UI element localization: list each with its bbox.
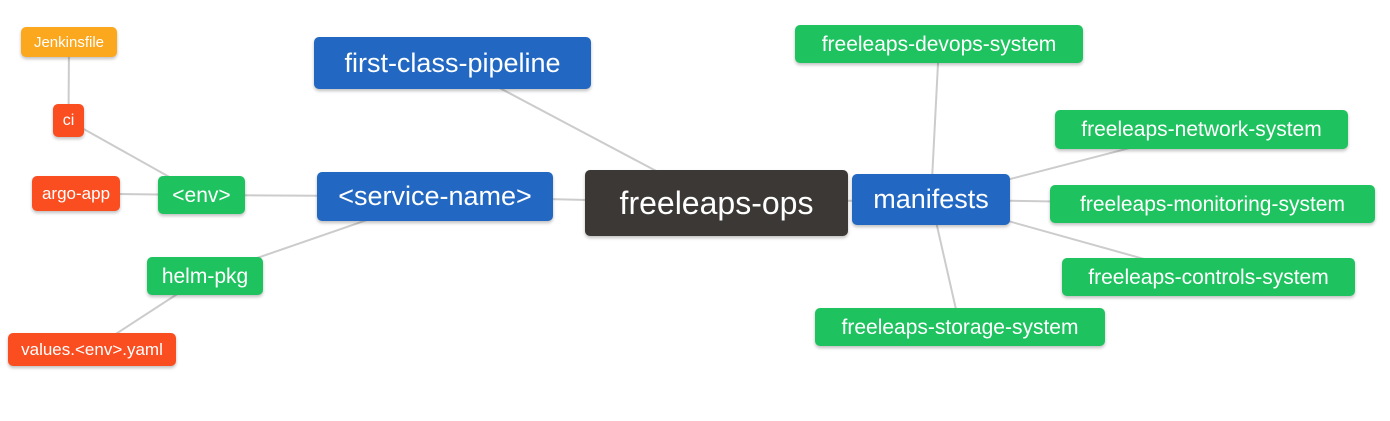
edge-manifests-to-freeleaps-devops-system <box>930 43 940 200</box>
node-env[interactable]: <env> <box>158 176 245 214</box>
node-freeleaps-monitoring-system[interactable]: freeleaps-monitoring-system <box>1050 185 1375 223</box>
node-argo-app[interactable]: argo-app <box>32 176 120 211</box>
node-manifests[interactable]: manifests <box>852 174 1010 225</box>
node-helm-pkg[interactable]: helm-pkg <box>147 257 263 295</box>
node-values-env-yaml[interactable]: values.<env>.yaml <box>8 333 176 366</box>
node-first-class-pipeline[interactable]: first-class-pipeline <box>314 37 591 89</box>
node-freeleaps-ops[interactable]: freeleaps-ops <box>585 170 848 236</box>
node-service-name[interactable]: <service-name> <box>317 172 553 221</box>
node-freeleaps-network-system[interactable]: freeleaps-network-system <box>1055 110 1348 149</box>
node-freeleaps-controls-system[interactable]: freeleaps-controls-system <box>1062 258 1355 296</box>
node-freeleaps-storage-system[interactable]: freeleaps-storage-system <box>815 308 1105 346</box>
node-jenkinsfile[interactable]: Jenkinsfile <box>21 27 117 57</box>
node-ci[interactable]: ci <box>53 104 84 137</box>
node-freeleaps-devops-system[interactable]: freeleaps-devops-system <box>795 25 1083 63</box>
